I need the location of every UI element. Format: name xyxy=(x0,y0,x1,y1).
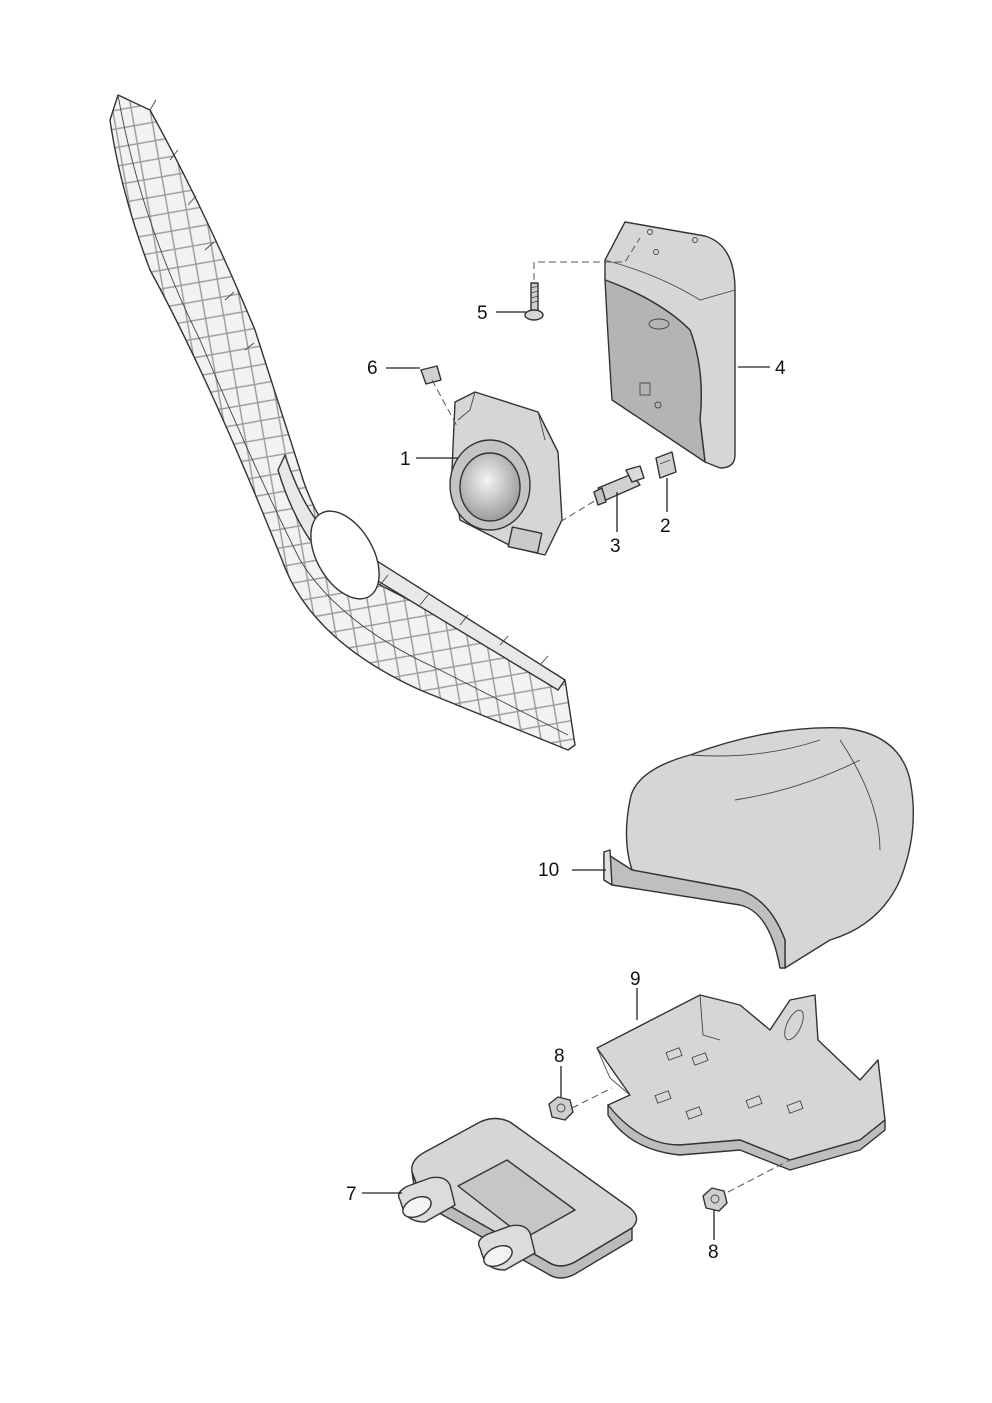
callout-labels: 1 2 3 4 5 6 7 8 8 9 10 xyxy=(346,303,786,1263)
callout-4: 4 xyxy=(775,358,786,379)
connector-part-3 xyxy=(593,465,645,506)
callout-10: 10 xyxy=(538,860,559,881)
clip-part-2 xyxy=(655,451,677,479)
callout-6: 6 xyxy=(367,358,378,379)
callout-2: 2 xyxy=(660,516,671,537)
clip-part-6 xyxy=(420,365,442,385)
sensor-part-1 xyxy=(449,391,563,556)
leader-lines xyxy=(362,311,770,1240)
callout-7: 7 xyxy=(346,1184,357,1205)
callout-8-upper: 8 xyxy=(554,1046,565,1067)
nut-part-8-lower xyxy=(702,1187,728,1212)
nut-part-8-upper xyxy=(548,1096,574,1121)
front-grille xyxy=(109,94,576,751)
assembly-lines xyxy=(431,237,791,1193)
bracket-part-9 xyxy=(596,994,886,1171)
screw-part-5 xyxy=(524,282,544,321)
callout-3: 3 xyxy=(610,536,621,557)
callout-9: 9 xyxy=(630,969,641,990)
bracket-part-4 xyxy=(604,221,736,469)
callout-8-lower: 8 xyxy=(708,1242,719,1263)
control-unit-part-7 xyxy=(397,1117,638,1279)
cover-part-10 xyxy=(603,727,915,969)
callout-1: 1 xyxy=(400,449,411,470)
callout-5: 5 xyxy=(477,303,488,324)
